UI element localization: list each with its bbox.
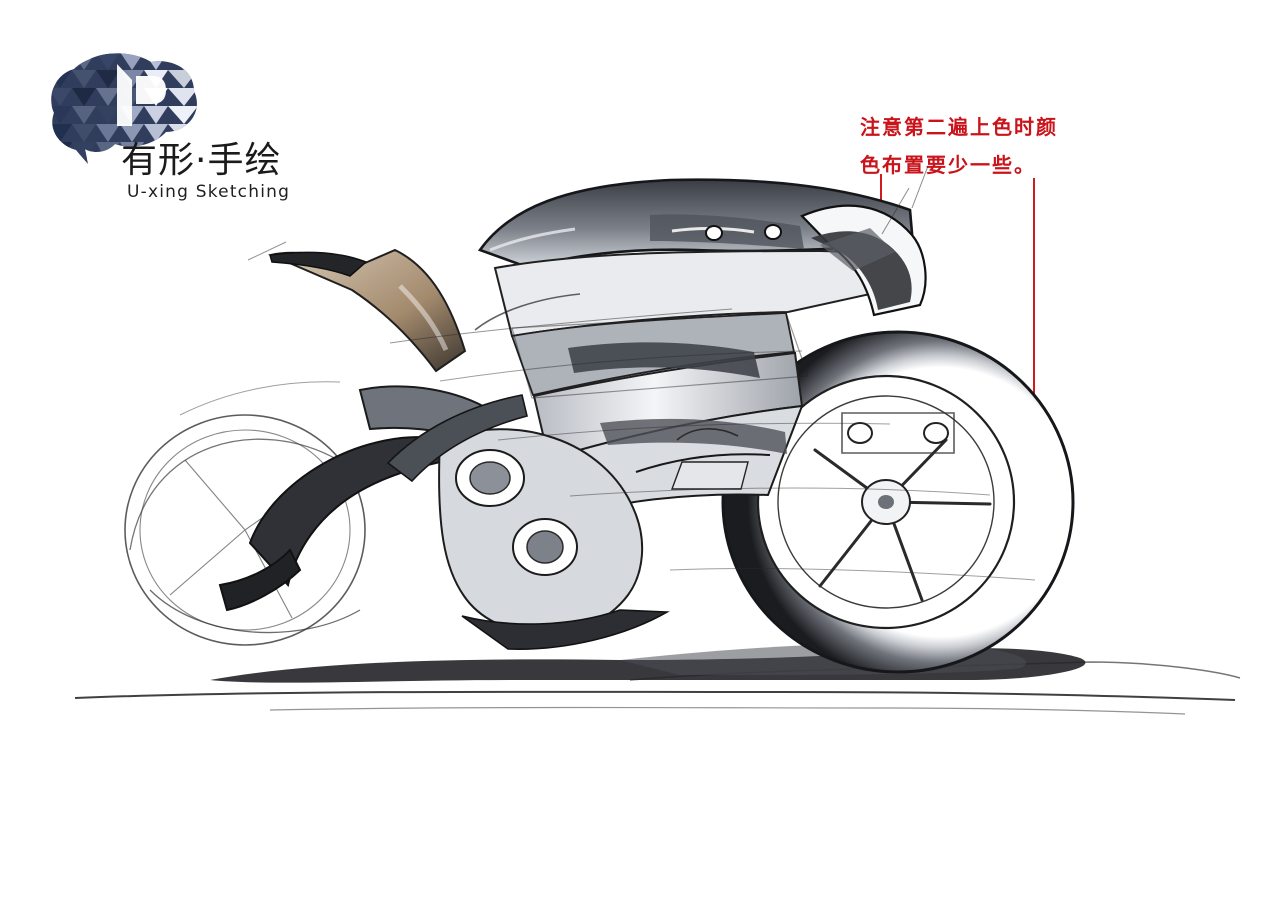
- annotation-note: 注意第二遍上色时颜 色布置要少一些。: [860, 108, 1090, 184]
- annotation-line-1: 注意第二遍上色时颜: [860, 115, 1058, 139]
- brain-speech-bubble-mosaic-icon: [51, 53, 197, 164]
- logo-chinese-text: 有形·手绘: [121, 140, 282, 181]
- exhaust-tail: [267, 248, 467, 373]
- front-wheel: [124, 414, 366, 646]
- logo-english-text: U-xing Sketching: [127, 182, 291, 202]
- annotation-line-2: 色布置要少一些。: [860, 153, 1036, 177]
- rear-wheel: [721, 330, 1075, 674]
- brand-logo: 有形·手绘 U-xing Sketching: [48, 52, 318, 212]
- sketch-construction-lines: [179, 165, 1036, 581]
- motorcycle-sketch-icon: [74, 165, 1241, 715]
- motorcycle-body: [218, 178, 927, 650]
- annotation-callout-right: [1033, 178, 1035, 496]
